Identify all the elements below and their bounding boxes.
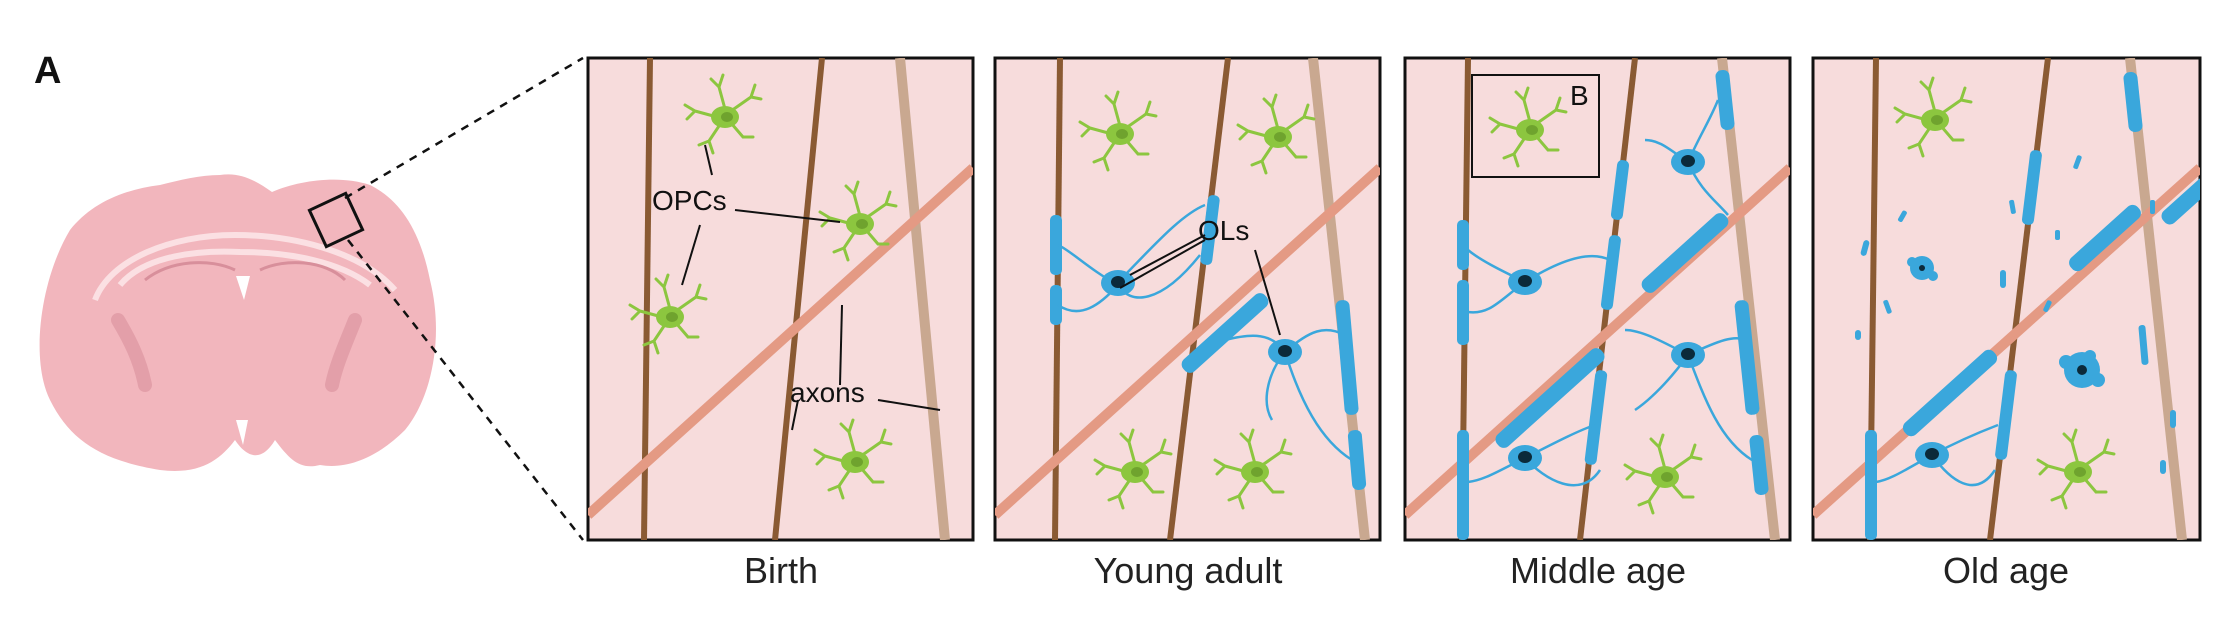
stage-label-young-adult: Young adult xyxy=(1093,550,1283,591)
degenerating-ol-2 xyxy=(2059,350,2105,388)
label-opcs: OPCs xyxy=(652,185,727,216)
stage-label-middle-age: Middle age xyxy=(1509,550,1687,591)
zoom-line-top xyxy=(344,56,584,200)
stage-label-old-age: Old age xyxy=(1942,550,2070,591)
zoom-box xyxy=(307,191,365,249)
panel-old-age xyxy=(1811,56,2202,542)
degenerating-ol-1 xyxy=(1907,256,1938,281)
label-ols: OLs xyxy=(1198,215,1249,246)
panel-middle-age: B xyxy=(1403,56,1792,542)
brain-coronal-section xyxy=(39,174,436,471)
label-inset-b: B xyxy=(1570,80,1589,111)
panel-birth: OPCs axons xyxy=(586,56,975,542)
panel-young-adult: OLs xyxy=(993,56,1382,542)
label-axons: axons xyxy=(790,377,865,408)
inset-b-box xyxy=(1471,74,1600,178)
stage-label-birth: Birth xyxy=(743,550,819,591)
panel-letter: A xyxy=(34,50,62,92)
zoom-line-bottom xyxy=(347,239,584,541)
